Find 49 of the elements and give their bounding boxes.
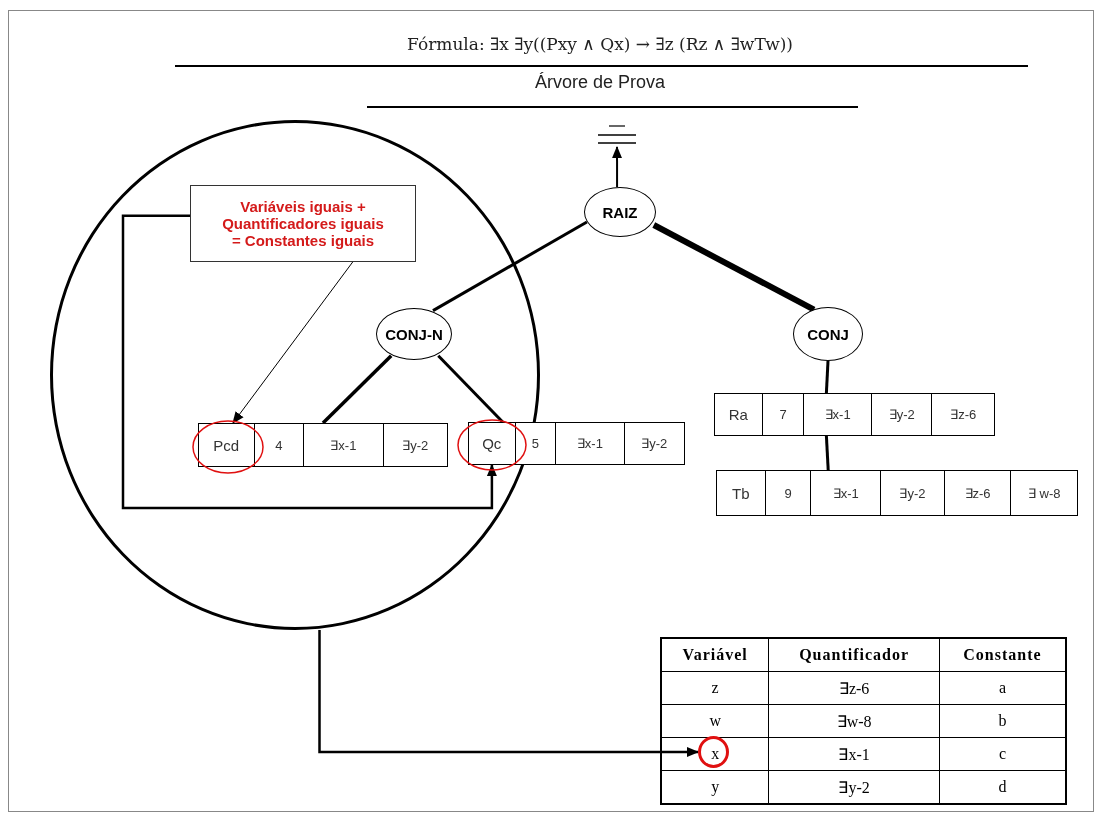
- column-header: Variável: [661, 638, 769, 672]
- connector-line: [432, 220, 588, 312]
- record-field: ∃y-2: [624, 423, 684, 464]
- record-field: Tb: [717, 471, 766, 515]
- connector-line: [652, 222, 816, 313]
- record-field: ∃y-2: [871, 394, 933, 435]
- connector-line: [824, 360, 830, 394]
- highlight-circle: [698, 736, 729, 768]
- connector-line: [824, 435, 830, 471]
- record-field: ∃x-1: [304, 424, 384, 466]
- table-cell: ∃z-6: [768, 671, 940, 705]
- double-line-symbol: [598, 124, 636, 146]
- record-field: 7: [762, 394, 805, 435]
- record-row: [716, 470, 1078, 516]
- table-cell: ∃x-1: [768, 737, 940, 771]
- record-field: ∃z-6: [932, 394, 994, 435]
- subtitle: Árvore de Prova: [533, 72, 667, 94]
- record-field: ∃x-1: [556, 423, 625, 464]
- record-field: 4: [254, 424, 305, 466]
- diagram-title: Fórmula: ∃x ∃y((Pxy ∧ Qx) → ∃z (Rz ∧ ∃wTw)): [406, 34, 794, 56]
- record-field: Qc: [469, 423, 516, 464]
- record-field: ∃y-2: [383, 424, 447, 466]
- record-field: 5: [515, 423, 557, 464]
- enclosing-circle: [50, 120, 540, 630]
- tree-node-ellipse: RAIZ: [584, 187, 656, 237]
- record-row: [714, 393, 995, 436]
- table-cell: z: [661, 671, 769, 705]
- table-cell: x: [661, 737, 769, 771]
- record-field: ∃z-6: [944, 471, 1012, 515]
- column-header: Quantificador: [768, 638, 940, 672]
- connector-line: [321, 354, 393, 425]
- callout-note: Variáveis iguais + Quantificadores iguais = Constantes iguais: [190, 185, 416, 262]
- record-field: ∃x-1: [804, 394, 872, 435]
- arrow: [121, 214, 497, 510]
- tree-node-ellipse: CONJ: [793, 307, 863, 361]
- arrow: [232, 261, 354, 424]
- record-field: Ra: [715, 394, 763, 435]
- record-field: ∃x-1: [811, 471, 882, 515]
- record-field: 9: [765, 471, 812, 515]
- record-row: [198, 423, 448, 467]
- record-field: ∃y-2: [881, 471, 945, 515]
- record-field: ∃ w-8: [1011, 471, 1077, 515]
- record-field: Pcd: [199, 424, 255, 466]
- record-row: [468, 422, 685, 465]
- tree-node-ellipse: CONJ-N: [376, 308, 452, 360]
- arrow: [612, 146, 623, 188]
- arrow: [318, 630, 699, 757]
- table-cell: ∃w-8: [768, 704, 940, 738]
- table-cell: w: [661, 704, 769, 738]
